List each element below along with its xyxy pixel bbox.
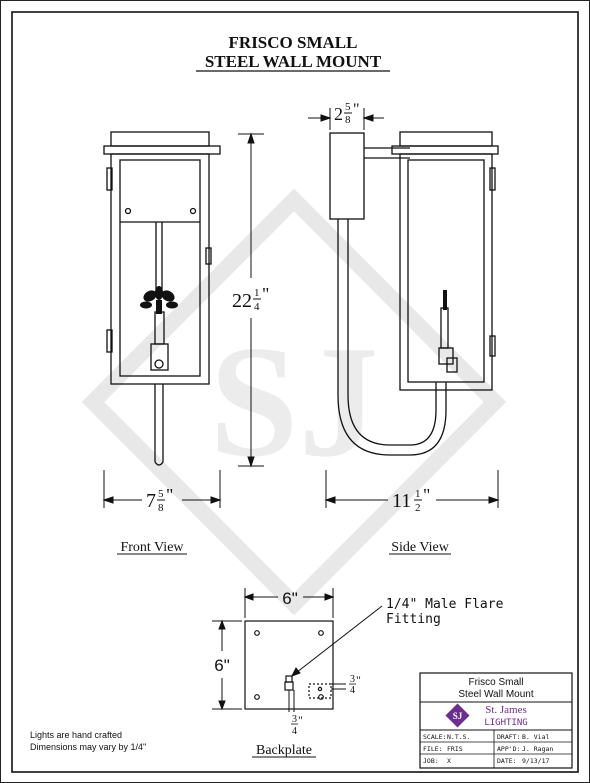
logo-letters: SJ — [453, 711, 463, 721]
side-width-den: 2 — [415, 502, 421, 514]
tb-date-label: DATE: — [497, 757, 517, 765]
tb-draft-value: B. Vial — [522, 733, 549, 741]
front-width-dimension — [102, 470, 222, 508]
fitting-leader — [290, 605, 383, 677]
note-line2: Dimensions may vary by 1/4" — [30, 742, 146, 752]
watermark-text: SJ — [210, 312, 379, 490]
offset-bottom-unit: " — [298, 713, 303, 727]
tb-product-line2: Steel Wall Mount — [458, 689, 533, 700]
backplate-label: Backplate — [256, 743, 312, 758]
tb-file-label: FILE: — [423, 745, 443, 753]
side-width-whole: 11 — [392, 490, 411, 512]
offset-right-unit: " — [356, 673, 361, 687]
backplate-height-label: 6" — [214, 656, 230, 675]
side-view-drawing — [329, 131, 499, 456]
offset-right-den: 4 — [350, 685, 355, 696]
front-view-label: Front View — [120, 540, 184, 555]
tb-scale-value: N.T.S. — [447, 733, 470, 741]
front-height-unit: " — [262, 284, 269, 304]
fitting-note-line2: Fitting — [386, 612, 441, 627]
tb-appd-value: J. Ragan — [522, 745, 553, 753]
side-top-dimension — [308, 108, 384, 130]
side-top-unit: " — [353, 101, 360, 118]
front-width-unit: " — [166, 485, 173, 505]
front-width-whole: 7 — [146, 490, 156, 512]
side-width-dimension — [324, 470, 500, 508]
side-view-label: Side View — [391, 540, 450, 555]
front-height-whole: 22 — [232, 290, 252, 312]
drawing-title-line2: STEEL WALL MOUNT — [205, 52, 382, 71]
flame-icon — [140, 286, 178, 314]
watermark-logo: SJ — [81, 188, 507, 616]
tb-company-name: St. James — [485, 704, 527, 716]
side-width-unit: " — [423, 485, 430, 505]
front-width-num: 5 — [158, 488, 164, 500]
side-top-num: 5 — [345, 101, 351, 113]
drawing-title-line1: FRISCO SMALL — [229, 33, 358, 52]
tb-company-sub: LIGHTING — [484, 718, 527, 728]
side-top-whole: 2 — [334, 104, 343, 124]
front-view-drawing — [103, 131, 221, 466]
offset-bottom-den: 4 — [292, 726, 297, 737]
offset-right-num: 3 — [350, 674, 355, 685]
front-height-den: 4 — [254, 301, 260, 313]
tb-job-value: X — [447, 757, 451, 765]
tb-scale-label: SCALE: — [423, 733, 446, 741]
side-width-num: 1 — [415, 488, 421, 500]
tb-product-line1: Frisco Small — [468, 677, 523, 688]
front-height-num: 1 — [254, 287, 260, 299]
fitting-note-line1: 1/4" Male Flare — [386, 597, 504, 612]
offset-right-dimension — [331, 683, 346, 690]
tb-date-value: 9/13/17 — [522, 757, 549, 765]
side-flame-icon — [443, 290, 447, 310]
title-block — [419, 672, 573, 769]
front-height-dimension — [238, 132, 264, 468]
side-top-den: 8 — [345, 114, 351, 126]
tb-file-value: FRIS — [447, 745, 463, 753]
front-width-den: 8 — [158, 502, 164, 514]
tb-job-label: JOB: — [423, 757, 439, 765]
inner-border — [11, 11, 579, 773]
backplate-height-dimension — [212, 619, 242, 711]
backplate-width-dimension — [243, 588, 335, 618]
offset-bottom-num: 3 — [292, 714, 297, 725]
tb-draft-label: DRAFT: — [497, 733, 520, 741]
backplate-width-label: 6" — [282, 589, 298, 608]
note-line1: Lights are hand crafted — [30, 730, 122, 740]
offset-bottom-dimension — [288, 690, 295, 712]
tb-appd-label: APP'D: — [497, 745, 520, 753]
